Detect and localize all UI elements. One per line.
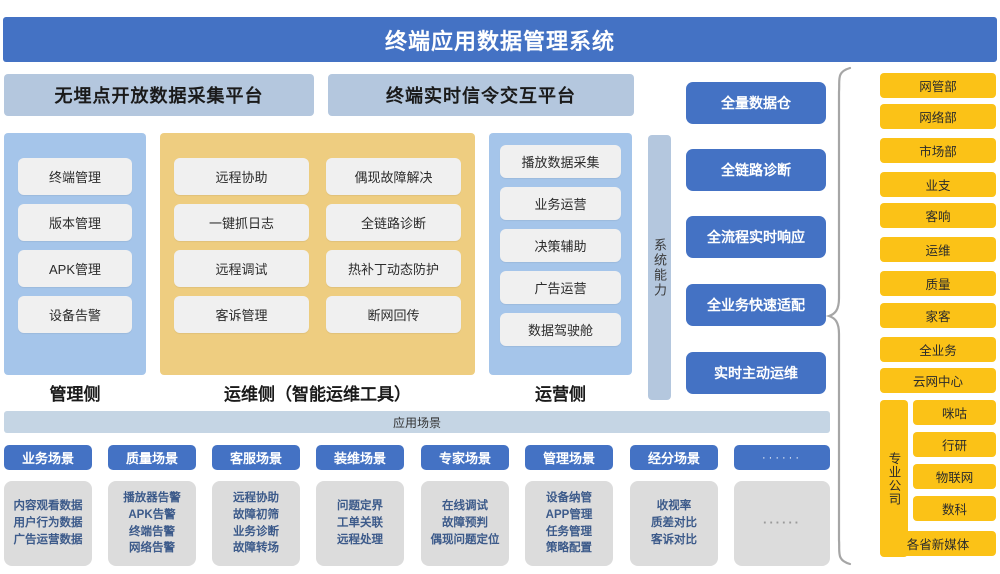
- chip-decision-support[interactable]: 决策辅助: [500, 229, 621, 262]
- caption-management-side: 管理侧: [49, 384, 101, 404]
- chip-data-cockpit[interactable]: 数据驾驶舱: [500, 313, 621, 346]
- scenario-body-business: 内容观看数据 用户行为数据 广告运营数据: [4, 481, 92, 566]
- chip-remote-debug[interactable]: 远程调试: [174, 250, 309, 287]
- capability-realtime-proactive-ops[interactable]: 实时主动运维: [686, 352, 826, 394]
- scenario-head-business[interactable]: 业务场景: [4, 445, 92, 470]
- chip-version-management[interactable]: 版本管理: [18, 204, 132, 241]
- scenario-head-business-analysis[interactable]: 经分场景: [630, 445, 718, 470]
- capability-full-link-diagnosis[interactable]: 全链路诊断: [686, 149, 826, 191]
- dept-iot[interactable]: 物联网: [913, 464, 996, 489]
- dept-digital-tech[interactable]: 数科: [913, 496, 996, 521]
- dept-provincial-new-media[interactable]: 各省新媒体: [880, 531, 996, 556]
- dept-group-label-text: 专业公司: [886, 451, 901, 506]
- platform-banner-data-collection: 无埋点开放数据采集平台: [4, 74, 314, 116]
- platform-banner-signaling: 终端实时信令交互平台: [328, 74, 634, 116]
- scenario-head-installation-maintenance[interactable]: 装维场景: [316, 445, 404, 470]
- dept-operations[interactable]: 运维: [880, 237, 996, 262]
- scenario-head-expert[interactable]: 专家场景: [421, 445, 509, 470]
- scenario-body-quality: 播放器告警 APK告警 终端告警 网络告警: [108, 481, 196, 566]
- capability-full-business-fast-adaptation[interactable]: 全业务快速适配: [686, 284, 826, 326]
- scenario-head-customer-service[interactable]: 客服场景: [212, 445, 300, 470]
- chip-apk-management[interactable]: APK管理: [18, 250, 132, 287]
- dept-group-professional-companies: 专业公司: [880, 400, 908, 557]
- chip-complaint-management[interactable]: 客诉管理: [174, 296, 309, 333]
- scenario-body-more: ······: [734, 481, 830, 566]
- dept-cloud-network-center[interactable]: 云网中心: [880, 368, 996, 393]
- dept-customer-response[interactable]: 客响: [880, 203, 996, 228]
- panel-management-side: 终端管理 版本管理 APK管理 设备告警: [4, 133, 146, 375]
- dept-network-management[interactable]: 网管部: [880, 73, 996, 98]
- dept-quality[interactable]: 质量: [880, 271, 996, 296]
- scenario-body-installation-maintenance: 问题定界 工单关联 远程处理: [316, 481, 404, 566]
- system-capability-label: 系统能力: [652, 237, 667, 298]
- caption-business-side: 运营侧: [535, 384, 586, 404]
- scenario-body-business-analysis: 收视率 质差对比 客诉对比: [630, 481, 718, 566]
- scenario-head-management[interactable]: 管理场景: [525, 445, 613, 470]
- chip-offline-backhaul[interactable]: 断网回传: [326, 296, 461, 333]
- chip-remote-assistance[interactable]: 远程协助: [174, 158, 309, 195]
- chip-terminal-management[interactable]: 终端管理: [18, 158, 132, 195]
- dept-business-support[interactable]: 业支: [880, 172, 996, 197]
- caption-operations-side: 运维侧（智能运维工具）: [224, 384, 411, 404]
- chip-one-click-log[interactable]: 一键抓日志: [174, 204, 309, 241]
- dept-migu[interactable]: 咪咕: [913, 400, 996, 425]
- chip-ad-operation[interactable]: 广告运营: [500, 271, 621, 304]
- chip-hotpatch-dynamic-protection[interactable]: 热补丁动态防护: [326, 250, 461, 287]
- system-capability-spine: 系统能力: [648, 135, 671, 400]
- chip-playback-data-collection[interactable]: 播放数据采集: [500, 145, 621, 178]
- scenario-body-expert: 在线调试 故障预判 偶现问题定位: [421, 481, 509, 566]
- dept-industry-research[interactable]: 行研: [913, 432, 996, 457]
- chip-intermittent-fault-resolution[interactable]: 偶现故障解决: [326, 158, 461, 195]
- dept-full-business[interactable]: 全业务: [880, 337, 996, 362]
- scenario-head-quality[interactable]: 质量场景: [108, 445, 196, 470]
- panel-operations-side: 远程协助 一键抓日志 远程调试 客诉管理 偶现故障解决 全链路诊断 热补丁动态防…: [160, 133, 475, 375]
- capability-full-process-realtime-response[interactable]: 全流程实时响应: [686, 216, 826, 258]
- scenario-head-more[interactable]: ······: [734, 445, 830, 470]
- capability-full-data-warehouse[interactable]: 全量数据仓: [686, 82, 826, 124]
- scenario-body-management: 设备纳管 APP管理 任务管理 策略配置: [525, 481, 613, 566]
- dept-network[interactable]: 网络部: [880, 104, 996, 129]
- application-scenarios-band: 应用场景: [4, 411, 830, 433]
- chip-business-operation[interactable]: 业务运营: [500, 187, 621, 220]
- scenario-body-customer-service: 远程协助 故障初筛 业务诊断 故障转场: [212, 481, 300, 566]
- panel-business-side: 播放数据采集 业务运营 决策辅助 广告运营 数据驾驶舱: [489, 133, 632, 375]
- chip-device-alarm[interactable]: 设备告警: [18, 296, 132, 333]
- dept-marketing[interactable]: 市场部: [880, 138, 996, 163]
- dept-home-customer[interactable]: 家客: [880, 303, 996, 328]
- page-title: 终端应用数据管理系统: [3, 17, 997, 62]
- curly-brace-icon: [826, 66, 852, 566]
- chip-full-link-diagnosis[interactable]: 全链路诊断: [326, 204, 461, 241]
